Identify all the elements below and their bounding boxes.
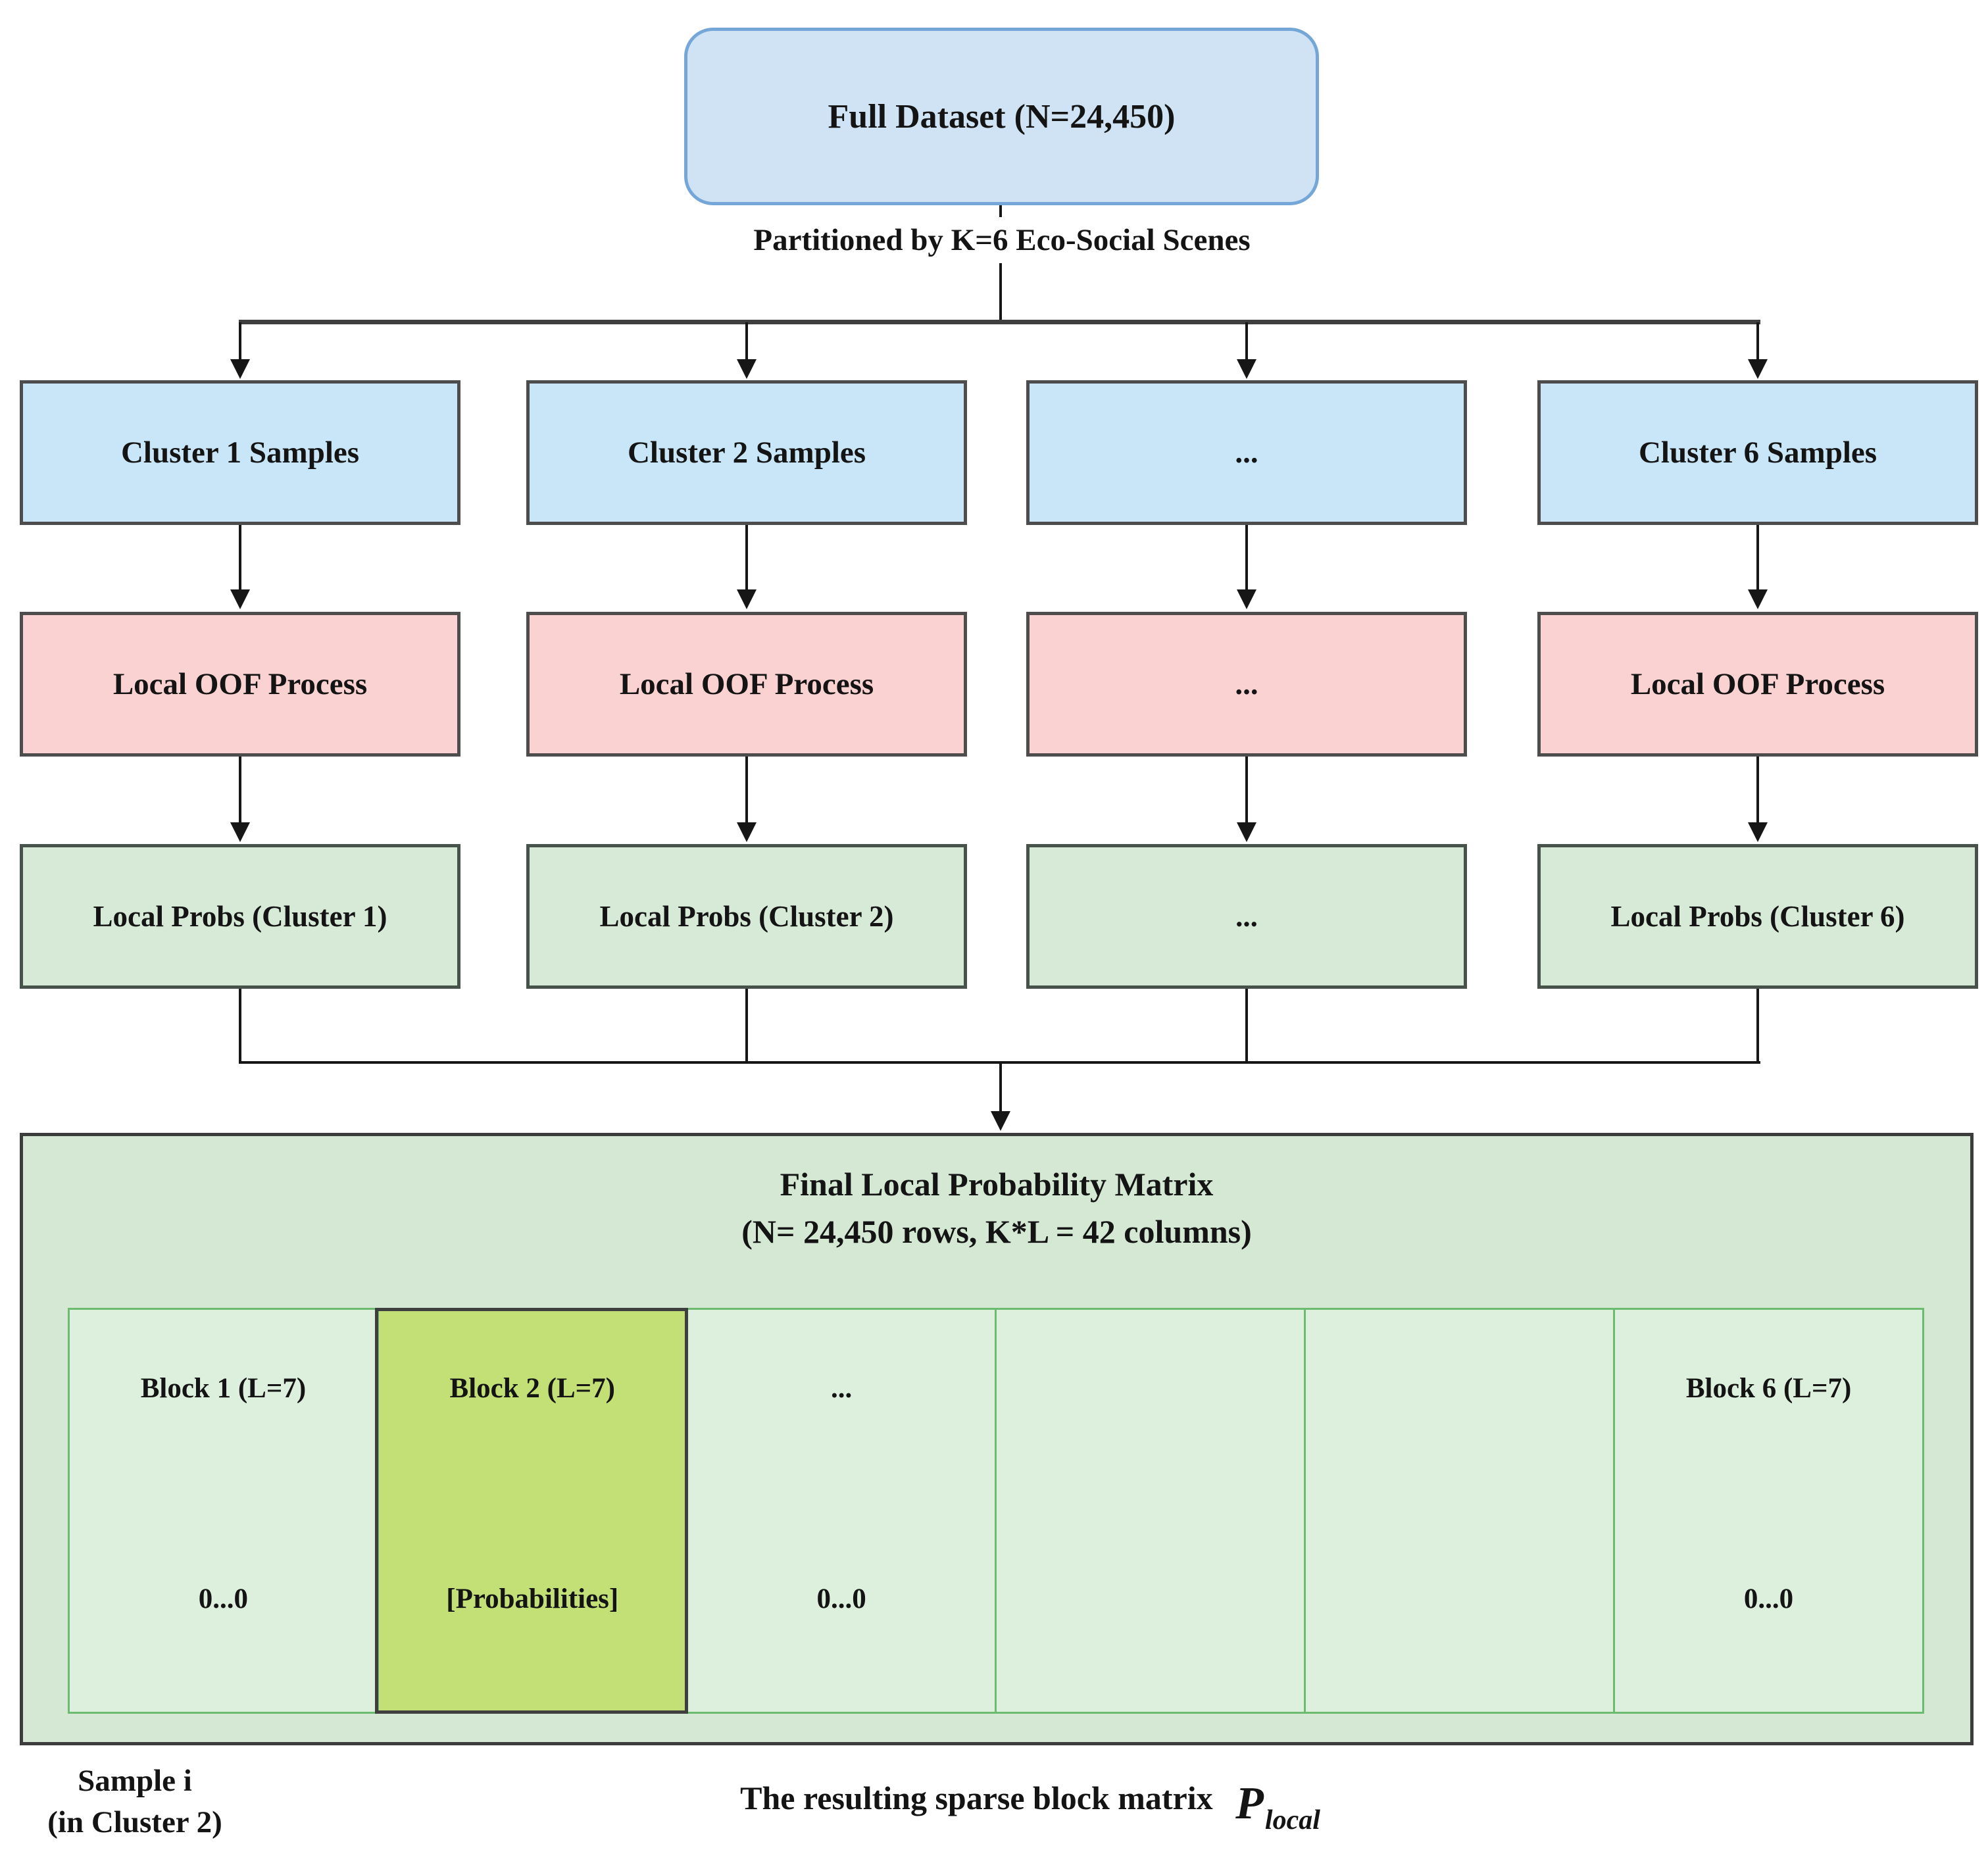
- arrow-line: [745, 525, 748, 591]
- arrow-down-icon: [230, 822, 250, 842]
- local-probs-box-1: Local Probs (Cluster 1): [20, 844, 460, 989]
- matrix-block-1: Block 1 (L=7) 0...0: [70, 1310, 377, 1712]
- block-title: Block 2 (L=7): [449, 1373, 615, 1404]
- local-probs-label-ellipsis: ...: [1235, 900, 1258, 933]
- block-title: ...: [830, 1373, 853, 1404]
- block-value: 0...0: [1743, 1583, 1794, 1614]
- local-oof-label-1: Local OOF Process: [112, 667, 368, 701]
- matrix-block-4-empty: [995, 1310, 1305, 1712]
- arrow-down-icon: [1237, 822, 1256, 842]
- matrix-title-line1: Final Local Probability Matrix: [780, 1166, 1214, 1203]
- arrow-line: [1756, 757, 1759, 824]
- arrow-line: [1245, 757, 1248, 824]
- local-oof-label-2: Local OOF Process: [619, 667, 874, 701]
- arrow-down-icon: [1748, 822, 1768, 842]
- arrow-down-icon: [230, 589, 250, 609]
- cluster-2-samples-box: Cluster 2 Samples: [526, 380, 967, 525]
- local-probs-box-2: Local Probs (Cluster 2): [526, 844, 967, 989]
- block-value: [Probabilities]: [446, 1583, 619, 1614]
- branch-horizontal-line: [239, 320, 1760, 324]
- block-title: Block 6 (L=7): [1685, 1373, 1852, 1404]
- arrow-down-icon: [1237, 359, 1256, 379]
- merge-line: [239, 989, 241, 1062]
- sample-annotation-line2: (in Cluster 2): [47, 1805, 222, 1839]
- merge-line: [745, 989, 748, 1062]
- arrow-line: [239, 525, 241, 591]
- local-probs-label-2: Local Probs (Cluster 2): [599, 900, 894, 933]
- arrow-down-icon: [1748, 589, 1768, 609]
- block-value: 0...0: [816, 1583, 866, 1614]
- caption-math-symbol: P: [1235, 1778, 1264, 1829]
- caption-text: The resulting sparse block matrix: [740, 1780, 1213, 1816]
- sample-annotation: Sample i (in Cluster 2): [20, 1760, 250, 1843]
- sample-annotation-line1: Sample i: [78, 1764, 192, 1798]
- cluster-1-samples-box: Cluster 1 Samples: [20, 380, 460, 525]
- cluster-ellipsis-samples-box: ...: [1026, 380, 1467, 525]
- arrow-down-icon: [737, 589, 757, 609]
- arrow-line: [745, 757, 748, 824]
- local-oof-process-box-2: Local OOF Process: [526, 612, 967, 757]
- arrow-down-icon: [991, 1111, 1010, 1131]
- cluster-1-samples-label: Cluster 1 Samples: [120, 436, 360, 470]
- local-oof-label-ellipsis: ...: [1235, 667, 1258, 701]
- matrix-block-2-highlighted: Block 2 (L=7) [Probabilities]: [374, 1308, 688, 1714]
- matrix-block-ellipsis: ... 0...0: [685, 1310, 995, 1712]
- caption-math-subscript: local: [1264, 1805, 1320, 1835]
- branch-arrow-line: [239, 322, 241, 361]
- cluster-6-samples-box: Cluster 6 Samples: [1537, 380, 1978, 525]
- arrow-down-icon: [1748, 359, 1768, 379]
- arrow-line: [1756, 525, 1759, 591]
- local-oof-process-box-1: Local OOF Process: [20, 612, 460, 757]
- matrix-caption: The resulting sparse block matrix Plocal: [740, 1778, 1320, 1836]
- full-dataset-label: Full Dataset (N=24,450): [828, 97, 1176, 136]
- matrix-block-6: Block 6 (L=7) 0...0: [1613, 1310, 1922, 1712]
- local-probs-box-ellipsis: ...: [1026, 844, 1467, 989]
- matrix-block-5-empty: [1304, 1310, 1614, 1712]
- cluster-ellipsis-label: ...: [1235, 436, 1258, 470]
- merge-line: [1756, 989, 1759, 1062]
- partition-label: Partitioned by K=6 Eco-Social Scenes: [743, 217, 1261, 263]
- local-probs-label-6: Local Probs (Cluster 6): [1610, 900, 1905, 933]
- arrow-down-icon: [737, 822, 757, 842]
- arrow-down-icon: [1237, 589, 1256, 609]
- local-oof-process-box-ellipsis: ...: [1026, 612, 1467, 757]
- arrow-down-icon: [230, 359, 250, 379]
- local-oof-process-box-6: Local OOF Process: [1537, 612, 1978, 757]
- arrow-down-icon: [737, 359, 757, 379]
- cluster-2-samples-label: Cluster 2 Samples: [627, 436, 866, 470]
- block-value: 0...0: [198, 1583, 249, 1614]
- cluster-6-samples-label: Cluster 6 Samples: [1638, 436, 1877, 470]
- local-oof-label-6: Local OOF Process: [1630, 667, 1885, 701]
- root-connector-line: [999, 205, 1002, 321]
- branch-arrow-line: [1245, 322, 1248, 361]
- matrix-title-line2: (N= 24,450 rows, K*L = 42 columns): [741, 1213, 1252, 1250]
- branch-arrow-line: [1756, 322, 1759, 361]
- block-strip: Block 1 (L=7) 0...0 Block 2 (L=7) [Proba…: [68, 1308, 1924, 1714]
- block-title: Block 1 (L=7): [140, 1373, 307, 1404]
- full-dataset-box: Full Dataset (N=24,450): [684, 28, 1319, 205]
- branch-arrow-line: [745, 322, 748, 361]
- arrow-line: [1245, 525, 1248, 591]
- merge-line: [1245, 989, 1248, 1062]
- local-probs-label-1: Local Probs (Cluster 1): [93, 900, 387, 933]
- merge-arrow-line: [999, 1061, 1002, 1112]
- local-probs-box-6: Local Probs (Cluster 6): [1537, 844, 1978, 989]
- arrow-line: [239, 757, 241, 824]
